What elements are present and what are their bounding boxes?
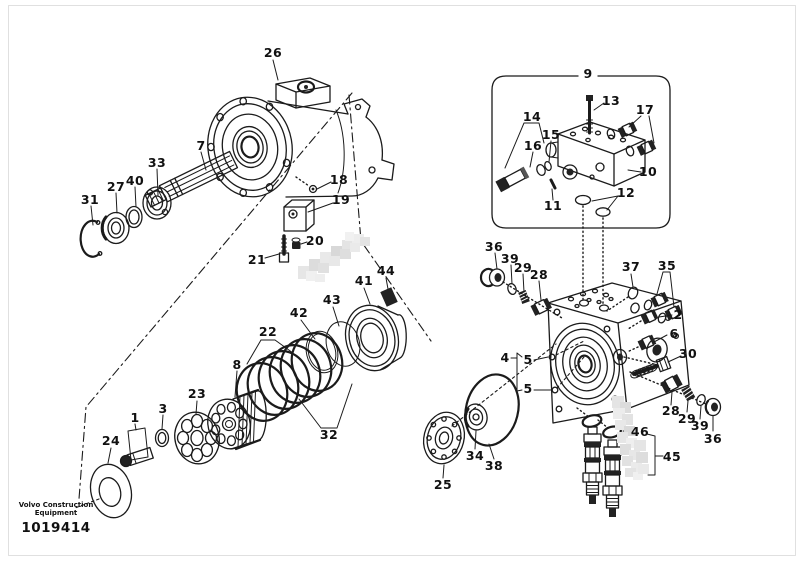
group-boundary-lines (78, 92, 432, 500)
screw-18-drawing (295, 176, 318, 194)
motor-case-group (422, 252, 722, 518)
o-rings-12-drawing (574, 194, 611, 217)
bolt-21-drawing (278, 234, 290, 263)
spring-44-drawing (380, 287, 398, 307)
dotted-connectors (582, 205, 604, 305)
figure-number: 1019414 (21, 520, 91, 536)
manifold-10-drawing (545, 121, 646, 187)
fitting-17b-drawing (625, 139, 657, 157)
o-ring-38-drawing (464, 373, 520, 447)
leader-lines-motor-case (442, 252, 714, 479)
leader-lines-rotary-group (107, 277, 389, 464)
fitting-17a-drawing (606, 121, 638, 140)
publisher-name-line1: Volvo Construction (18, 501, 94, 509)
plug-6-drawing (626, 334, 657, 353)
ring-3-drawing (154, 428, 170, 448)
rotary-group (74, 277, 407, 519)
sleeve-28b-drawing (660, 374, 683, 394)
valve-block-19-drawing (283, 199, 315, 232)
watermark-blob-lower (612, 396, 649, 480)
axis-dotted-35 (606, 296, 629, 312)
page-frame (8, 5, 796, 556)
leader-lines-box-9 (504, 102, 655, 211)
seal-drawing (100, 211, 130, 245)
piston-1-drawing (119, 427, 154, 468)
plug-16-drawing (495, 160, 557, 193)
publisher-name-line2: Equipment (34, 509, 78, 517)
sleeve-28a-drawing (530, 297, 552, 316)
spring-29b-drawing (681, 385, 696, 402)
spring-stack-22-drawing (235, 332, 344, 422)
publisher-block: Volvo Construction Equipment 1019414 (16, 501, 96, 536)
o-ring-39a-drawing (507, 282, 517, 296)
cylinder-block-8-drawing (207, 388, 267, 451)
ring-42-drawing (305, 330, 339, 374)
drive-shaft-drawing (144, 150, 239, 208)
o-ring-37-drawing (627, 286, 639, 300)
axis-dotted-46 (576, 407, 609, 429)
swash-cup-41-drawing (344, 304, 407, 372)
fitting-2-drawing (627, 302, 659, 330)
o-ring-39b-drawing (696, 394, 706, 406)
plug-36a-drawing (479, 267, 506, 288)
circlip-drawing (79, 219, 103, 258)
bearing-drawing (142, 186, 172, 220)
axis-dotted-28a (502, 281, 563, 319)
fitting-35a-drawing (643, 291, 669, 311)
plug-36b-drawing (704, 397, 722, 417)
cover-plate-25-drawing (422, 343, 557, 465)
motor-housing-drawing (207, 77, 395, 198)
flange-bolt-holes (207, 96, 291, 198)
bolt-13-drawing (586, 95, 593, 135)
box-9-border (491, 75, 671, 229)
valve-sub-assembly-box (491, 75, 671, 305)
leader-lines-top-left (90, 59, 334, 259)
relief-valve-cartridges-drawing (582, 426, 623, 518)
plug-20-drawing (291, 237, 301, 249)
watermark-blob-upper (298, 232, 370, 282)
motor-housing-group (79, 59, 395, 263)
axis-dotted-28b (629, 371, 707, 405)
retainer-plate-23-drawing (174, 411, 220, 465)
bolt-30-drawing (623, 356, 672, 379)
spacer-ring-drawing (125, 205, 143, 229)
washer-24-drawing (74, 463, 133, 519)
